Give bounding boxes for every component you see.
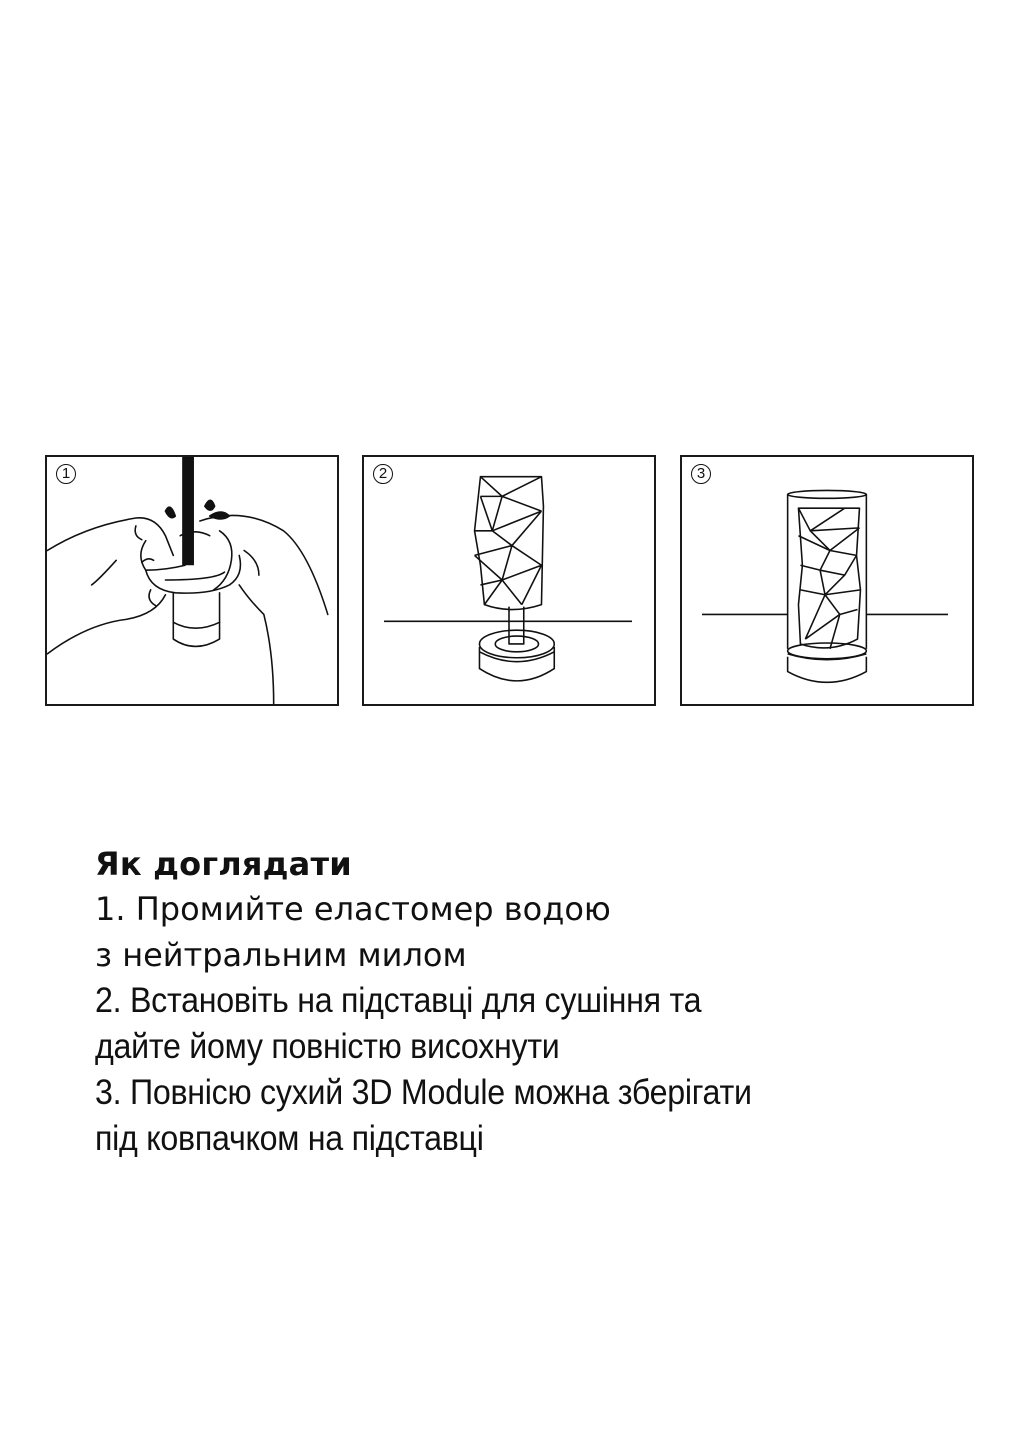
illustration-step-3: 3 xyxy=(680,455,974,706)
step-number-3: 3 xyxy=(691,464,711,484)
care-line-1: 1. Промийте еластомер водою xyxy=(95,890,611,928)
storage-cap-illustration xyxy=(702,489,949,684)
care-line-6: під ковпачком на підставці xyxy=(95,1119,484,1158)
illustration-step-2: 2 xyxy=(362,455,656,706)
care-line-2: з нейтральним милом xyxy=(95,936,467,974)
step-number-1: 1 xyxy=(56,464,76,484)
care-line-5: 3. Повнісю сухий 3D Module можна зберіга… xyxy=(95,1073,752,1112)
illustration-step-1: 1 xyxy=(45,455,339,706)
care-line-3: 2. Встановіть на підставці для сушіння т… xyxy=(95,981,702,1020)
step-number-2: 2 xyxy=(373,464,393,484)
care-instructions: Як доглядати 1. Промийте еластомер водою… xyxy=(95,842,995,1162)
drying-stand-illustration xyxy=(384,475,633,682)
washing-hands-illustration xyxy=(47,457,329,704)
care-line-4: дайте йому повністю висохнути xyxy=(95,1027,560,1066)
care-title: Як доглядати xyxy=(95,845,352,883)
